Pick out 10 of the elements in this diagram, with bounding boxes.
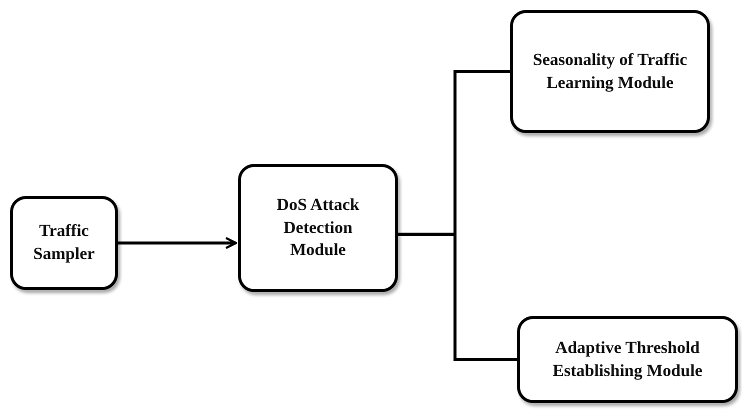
process-box [510, 10, 710, 133]
box-label: Adaptive Threshold Establishing Module [552, 336, 704, 382]
box-label: Seasonality of Traffic Learning Module [532, 48, 688, 94]
process-box [238, 164, 398, 292]
box-label: Traffic Sampler [32, 220, 96, 265]
process-box [517, 316, 738, 403]
process-box [10, 196, 118, 290]
connector-line [398, 232, 517, 361]
arrow [118, 236, 238, 250]
box-label: DoS Attack Detection Module [276, 194, 360, 262]
